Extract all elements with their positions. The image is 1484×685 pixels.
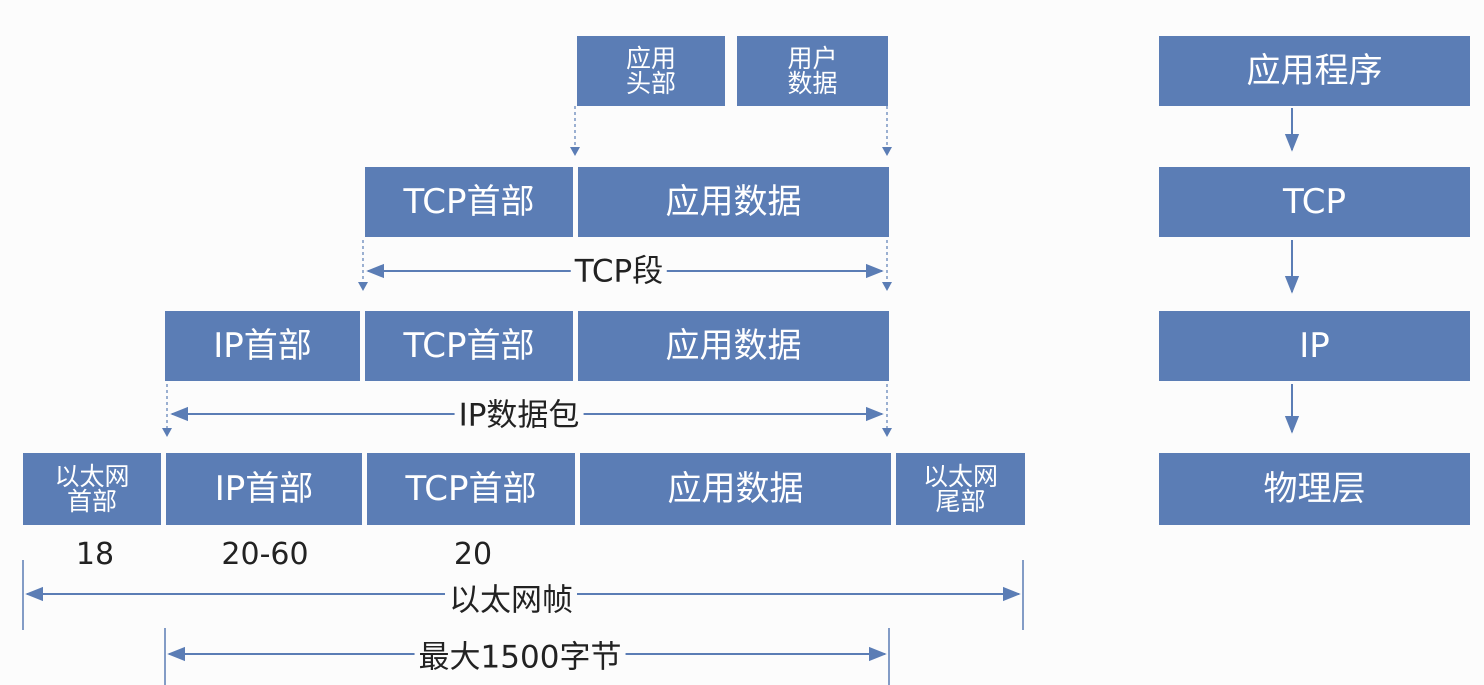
stack-layer-application: 应用程序 xyxy=(1159,36,1470,106)
drop-arrowhead xyxy=(570,147,580,156)
tcp-segment-label: TCP段 xyxy=(570,256,668,288)
eth-row-app-data-box: 应用数据 xyxy=(580,453,891,525)
ethernet-header-box: 以太网 首部 xyxy=(23,453,161,525)
user-data-box: 用户 数据 xyxy=(737,36,888,106)
drop-arrowhead xyxy=(162,428,172,437)
size-ip-header: 20-60 xyxy=(221,537,309,572)
stack-layer-ip: IP xyxy=(1159,311,1470,381)
ethernet-trailer-box: 以太网 尾部 xyxy=(896,453,1025,525)
size-ethernet-header: 18 xyxy=(75,537,115,572)
drop-arrowhead xyxy=(882,428,892,437)
drop-arrowhead xyxy=(882,147,892,156)
ip-row-tcp-header-box: TCP首部 xyxy=(365,311,573,381)
stack-layer-physical: 物理层 xyxy=(1159,453,1470,525)
drop-arrowhead xyxy=(882,282,892,291)
ethernet-frame-label: 以太网帧 xyxy=(445,585,577,617)
tcp-row-tcp-header-box: TCP首部 xyxy=(365,167,573,237)
tcp-row-app-data-box: 应用数据 xyxy=(578,167,889,237)
drop-arrowhead xyxy=(358,282,368,291)
max-size-label: 最大1500字节 xyxy=(414,642,626,674)
ip-row-app-data-box: 应用数据 xyxy=(578,311,889,381)
app-header-box: 应用 头部 xyxy=(577,36,725,106)
size-tcp-header: 20 xyxy=(453,537,493,572)
eth-row-ip-header-box: IP首部 xyxy=(166,453,362,525)
ip-row-ip-header-box: IP首部 xyxy=(165,311,360,381)
eth-row-tcp-header-box: TCP首部 xyxy=(367,453,575,525)
ip-packet-label: IP数据包 xyxy=(454,400,584,432)
stack-layer-tcp: TCP xyxy=(1159,167,1470,237)
